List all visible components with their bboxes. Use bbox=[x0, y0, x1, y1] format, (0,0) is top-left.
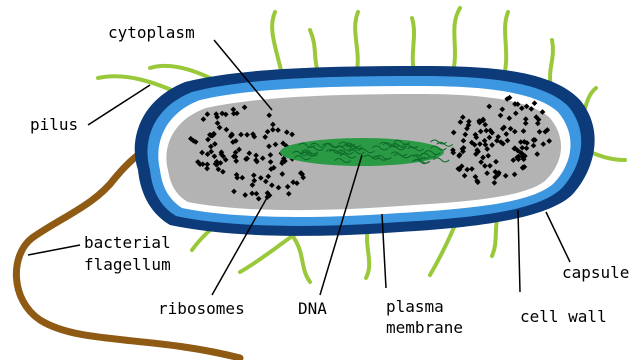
label-bacterial-flagellum-line2: flagellum bbox=[84, 255, 171, 274]
label-plasma-membrane-line2: membrane bbox=[386, 318, 463, 337]
cell-wall-leader bbox=[518, 210, 520, 292]
pilus-leader bbox=[88, 85, 150, 125]
label-pilus: pilus bbox=[30, 115, 78, 134]
pilus-13 bbox=[240, 232, 298, 272]
flagellum-leader bbox=[28, 245, 80, 255]
pilus-15 bbox=[366, 228, 369, 278]
label-plasma-membrane-line1: plasma bbox=[386, 297, 444, 316]
label-cell-wall: cell wall bbox=[520, 307, 607, 326]
label-dna: DNA bbox=[298, 299, 327, 318]
capsule-leader bbox=[546, 212, 570, 262]
pilus-5 bbox=[355, 12, 358, 76]
label-capsule: capsule bbox=[562, 263, 629, 282]
pilus-3 bbox=[272, 12, 282, 74]
pilus-7 bbox=[452, 8, 460, 76]
pilus-14 bbox=[294, 238, 310, 282]
label-ribosomes: ribosomes bbox=[158, 299, 245, 318]
label-bacterial-flagellum-line1: bacterial bbox=[84, 233, 171, 252]
label-cytoplasm: cytoplasm bbox=[108, 23, 195, 42]
